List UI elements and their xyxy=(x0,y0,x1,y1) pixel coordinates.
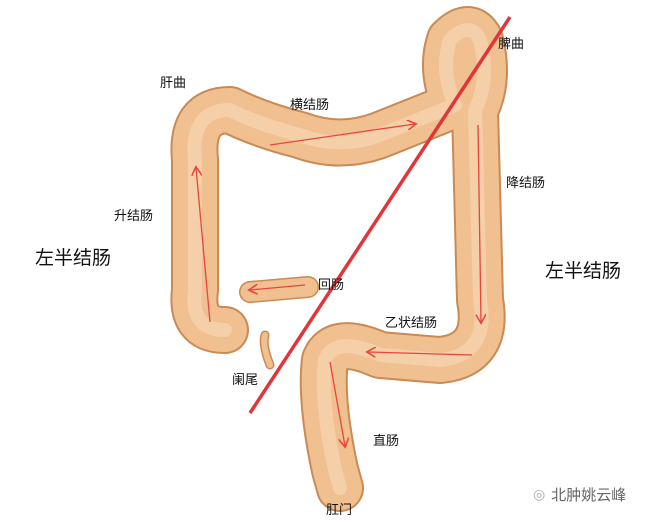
label-anus: 肛门 xyxy=(326,503,353,518)
label-hepatic-flexure: 肝曲 xyxy=(160,76,187,91)
label-ileum: 回肠 xyxy=(318,278,345,293)
arrow-sigmoid xyxy=(368,352,473,355)
label-left-side: 左半结肠 xyxy=(35,247,112,269)
watermark-text: 北肿姚云峰 xyxy=(551,486,627,504)
arrow-rectum xyxy=(329,361,345,446)
label-right-side: 左半结肠 xyxy=(545,260,622,282)
watermark: ◎ 北肿姚云峰 xyxy=(533,484,626,505)
arrow-transverse xyxy=(269,124,415,146)
label-sigmoid-colon: 乙状结肠 xyxy=(385,316,438,331)
arrow-descending xyxy=(478,124,481,322)
label-rectum: 直肠 xyxy=(373,434,400,449)
label-transverse-colon: 横结肠 xyxy=(290,98,330,113)
label-descending-colon: 降结肠 xyxy=(506,176,546,191)
label-appendix: 阑尾 xyxy=(232,373,259,388)
label-ascending-colon: 升结肠 xyxy=(114,209,154,224)
arrow-ascending xyxy=(196,168,211,323)
label-splenic-flexure: 脾曲 xyxy=(498,37,525,52)
colon-body xyxy=(170,6,508,512)
wechat-icon: ◎ xyxy=(533,486,546,503)
arrow-ileum xyxy=(250,285,306,290)
direction-arrows xyxy=(196,124,481,446)
divider-line xyxy=(248,16,512,414)
